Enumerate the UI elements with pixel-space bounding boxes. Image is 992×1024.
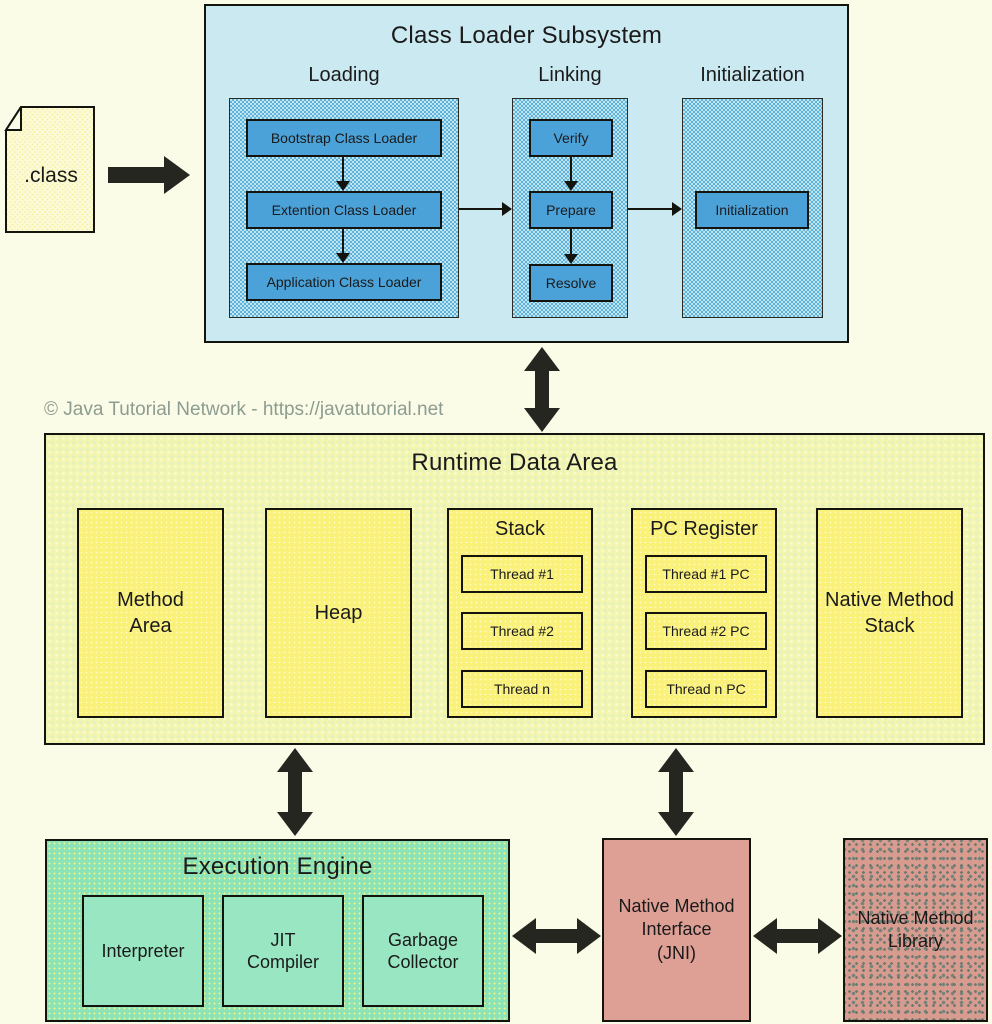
runtime-title: Runtime Data Area [411, 449, 618, 476]
method-area-label-line2: Area [129, 615, 172, 637]
stack-thread-n-box: Thread n [461, 670, 583, 708]
loading-header: Loading [308, 64, 380, 86]
arrow-runtime-jni-icon [658, 748, 694, 836]
jit-compiler-box: JIT Compiler [222, 895, 344, 1007]
library-label-line2: Library [887, 931, 944, 951]
arrow-verify-to-prepare-icon [563, 157, 579, 191]
interpreter-label: Interpreter [101, 940, 185, 961]
execution-engine-panel: Execution Engine Interpreter JIT Compile… [45, 839, 510, 1022]
arrow-linking-to-initialization-icon [628, 201, 682, 217]
bootstrap-class-loader-box: Bootstrap Class Loader [246, 119, 442, 157]
arrow-engine-jni-icon [512, 918, 601, 954]
arrow-runtime-engine-icon [277, 748, 313, 836]
jni-label-line1: Native Method [618, 895, 735, 916]
extention-class-loader-box: Extention Class Loader [246, 191, 442, 229]
gc-label-line1: Garbage [387, 929, 459, 950]
application-class-loader-box: Application Class Loader [246, 263, 442, 301]
method-area-box: Method Area [77, 508, 224, 718]
heap-label: Heap [314, 602, 363, 624]
class-file-label: .class [24, 164, 78, 187]
garbage-collector-box: Garbage Collector [362, 895, 484, 1007]
resolve-box: Resolve [529, 264, 613, 302]
arrow-bootstrap-to-extention-icon [335, 157, 351, 191]
native-method-stack-line2: Stack [864, 615, 915, 637]
runtime-data-area-panel: Runtime Data Area Method Area Heap Stack… [44, 433, 985, 745]
jni-label-line2: Interface [641, 919, 712, 940]
class-loader-title: Class Loader Subsystem [390, 22, 663, 49]
jit-label-line1: JIT [270, 929, 296, 950]
initialization-column: Initialization [682, 98, 823, 318]
pc-register-title: PC Register [650, 518, 758, 540]
execution-engine-title: Execution Engine [182, 853, 373, 880]
verify-box: Verify [529, 119, 613, 157]
native-method-interface-panel: Native Method Interface (JNI) [602, 838, 751, 1022]
initialization-box: Initialization [695, 191, 809, 229]
copyright-text: © Java Tutorial Network - https://javatu… [44, 399, 444, 420]
interpreter-box: Interpreter [82, 895, 204, 1007]
stack-thread-1-box: Thread #1 [461, 555, 583, 593]
class-loader-subsystem-panel: Class Loader Subsystem Loading Linking I… [204, 4, 849, 343]
native-method-stack-box: Native Method Stack [816, 508, 963, 718]
initialization-header: Initialization [700, 64, 805, 86]
native-method-library-panel: Native Method Library [843, 838, 988, 1022]
gc-label-line2: Collector [387, 952, 459, 972]
arrow-loader-runtime-icon [524, 347, 560, 432]
heap-box: Heap [265, 508, 412, 718]
stack-title: Stack [494, 518, 546, 540]
arrow-classfile-to-loader-icon [108, 156, 190, 194]
document-icon: .class [4, 103, 95, 233]
stack-box: Stack Thread #1 Thread #2 Thread n [447, 508, 593, 718]
arrow-loading-to-linking-icon [459, 201, 512, 217]
linking-header: Linking [538, 64, 602, 86]
class-file-icon: .class [4, 103, 96, 234]
pc-register-box: PC Register Thread #1 PC Thread #2 PC Th… [631, 508, 777, 718]
stack-thread-2-box: Thread #2 [461, 612, 583, 650]
arrow-extention-to-application-icon [335, 229, 351, 263]
arrow-jni-library-icon [753, 918, 842, 954]
loading-column: Bootstrap Class Loader Extention Class L… [229, 98, 459, 318]
jni-label-line3: (JNI) [657, 942, 696, 963]
native-method-stack-line1: Native Method [825, 589, 954, 611]
pc-thread-2-box: Thread #2 PC [645, 612, 767, 650]
pc-thread-n-box: Thread n PC [645, 670, 767, 708]
pc-thread-1-box: Thread #1 PC [645, 555, 767, 593]
linking-column: Verify Prepare Resolve [512, 98, 628, 318]
library-label-line1: Native Method [857, 907, 974, 928]
arrow-prepare-to-resolve-icon [563, 229, 579, 264]
method-area-label-line1: Method [117, 589, 184, 611]
jit-label-line2: Compiler [246, 952, 320, 972]
prepare-box: Prepare [529, 191, 613, 229]
